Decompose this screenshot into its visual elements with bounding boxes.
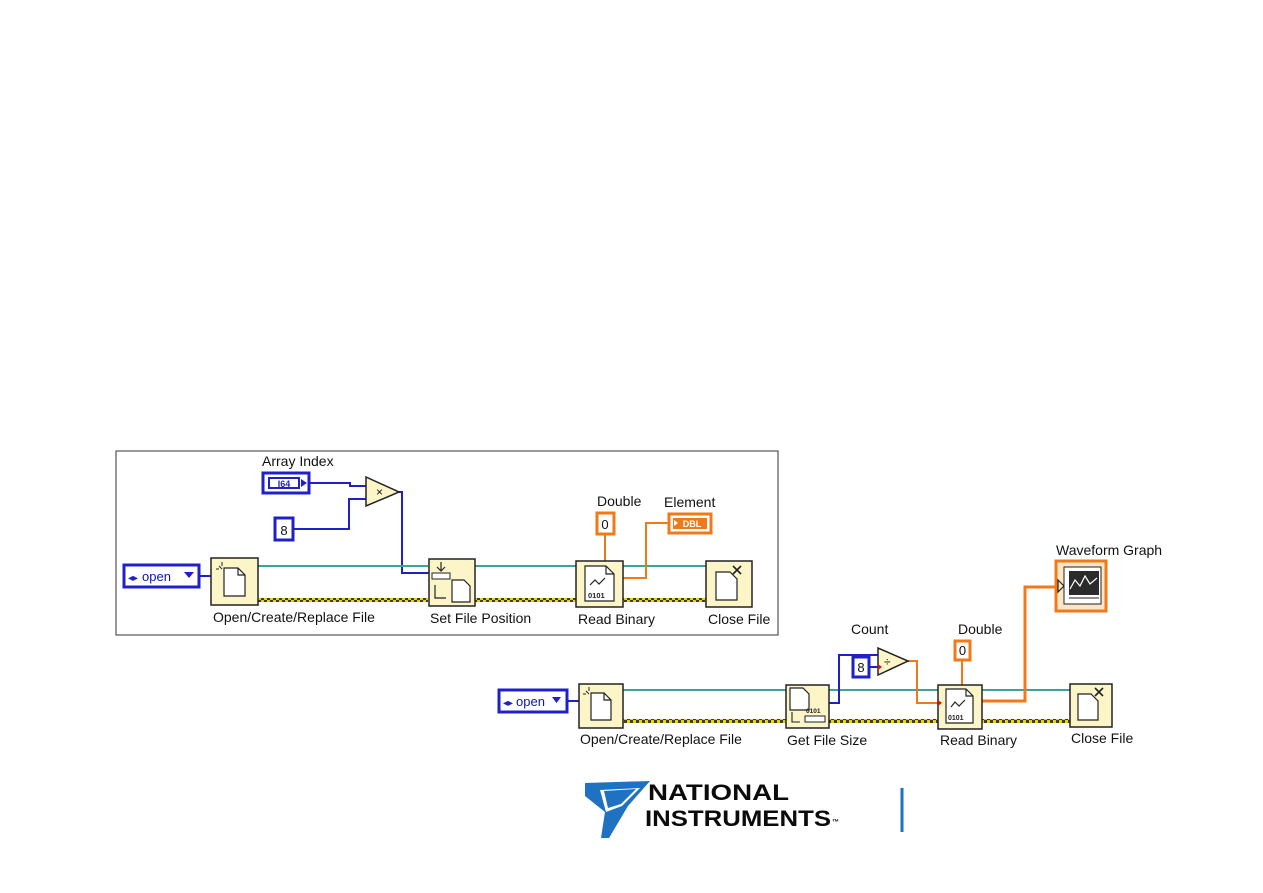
enum-arrows-icon: ◂▸: [503, 698, 513, 709]
wire-file-size: [829, 654, 878, 704]
file-icon: [583, 687, 612, 721]
read-binary-label-2: Read Binary: [940, 732, 1017, 748]
open-create-replace-file-label-2: Open/Create/Replace File: [580, 731, 742, 747]
double-constant-2[interactable]: 0: [953, 639, 972, 662]
multiply-node[interactable]: ×: [365, 475, 401, 508]
wire-const-8: [294, 498, 366, 530]
wire-error-2c: [982, 719, 1070, 723]
double-label: Double: [597, 493, 642, 509]
ruler-icon: [431, 562, 451, 580]
open-mode-enum-2[interactable]: ◂▸ open: [497, 688, 569, 714]
file-size-icon: 0101: [789, 687, 826, 723]
element-label: Element: [664, 494, 715, 510]
wire-count: [908, 660, 938, 704]
wire-waveform-data: [982, 585, 1058, 703]
chevron-down-icon: [552, 697, 561, 703]
ni-eagle-icon: [585, 781, 650, 838]
close-file-icon: [1077, 687, 1104, 721]
element-indicator[interactable]: DBL: [667, 512, 713, 535]
double-const-text: 0: [601, 517, 608, 532]
wire-error-c: [623, 598, 706, 602]
enum-arrows-icon: ◂▸: [128, 573, 138, 584]
graph-icon: [1063, 566, 1102, 605]
wire-array-index: [309, 482, 366, 487]
close-file-node[interactable]: [705, 560, 753, 608]
diagram-1-frame: [115, 450, 779, 636]
wire-error-a: [258, 598, 428, 602]
diagram-2: ◂▸ open Open/Create/Replace File 0101: [497, 542, 1162, 748]
open-enum-text: open: [142, 569, 171, 584]
set-file-position-node[interactable]: [428, 558, 476, 607]
wire-element: [623, 522, 669, 579]
set-file-position-label: Set File Position: [430, 610, 531, 626]
double-const-text-2: 0: [959, 643, 966, 658]
const-8-text-2: 8: [857, 660, 864, 675]
binary-file-icon: 0101: [945, 688, 974, 724]
read-binary-label: Read Binary: [578, 611, 655, 627]
svg-text:0101: 0101: [948, 715, 964, 722]
file-icon: [434, 579, 471, 603]
divide-node[interactable]: ÷: [877, 646, 910, 677]
array-index-control[interactable]: I64: [261, 471, 311, 495]
open-create-replace-file-node[interactable]: [210, 557, 259, 606]
logo-instruments-text: INSTRUMENTS: [645, 806, 831, 831]
diagram-2-wires: [567, 585, 1070, 723]
file-icon: [216, 562, 246, 597]
waveform-graph-terminal[interactable]: [1054, 559, 1108, 613]
logo-tm-text: ™: [832, 819, 839, 826]
chevron-down-icon: [184, 572, 194, 578]
const-8-constant[interactable]: 8: [273, 516, 295, 542]
wire-error-2b: [829, 719, 938, 723]
get-file-size-node[interactable]: 0101: [785, 684, 830, 729]
open-mode-enum[interactable]: ◂▸ open: [122, 563, 201, 589]
open-enum-text-2: open: [516, 694, 545, 709]
i64-text: I64: [278, 479, 291, 489]
svg-text:0101: 0101: [588, 591, 605, 600]
waveform-graph-label: Waveform Graph: [1056, 542, 1162, 558]
binary-file-icon: 0101: [584, 565, 615, 602]
double-constant[interactable]: 0: [595, 511, 616, 536]
close-file-label-2: Close File: [1071, 730, 1133, 746]
const-8-text: 8: [280, 523, 287, 538]
dbl-text: DBL: [683, 519, 702, 529]
close-file-node-2[interactable]: [1069, 683, 1113, 728]
logo-national-text: NATIONAL: [648, 780, 789, 805]
diagram-1: Array Index I64 8 × ◂▸ open: [115, 450, 779, 636]
multiply-icon: ×: [376, 485, 383, 499]
count-label: Count: [851, 621, 888, 637]
svg-text:0101: 0101: [806, 708, 821, 715]
wire-error-2a: [623, 719, 786, 723]
coercion-dot: [938, 700, 942, 706]
close-file-label: Close File: [708, 611, 770, 627]
get-file-size-label: Get File Size: [787, 732, 867, 748]
read-binary-node-2[interactable]: 0101: [937, 684, 983, 730]
divide-icon: ÷: [884, 655, 891, 669]
double-label-2: Double: [958, 621, 1003, 637]
array-index-label: Array Index: [262, 453, 334, 469]
open-create-replace-file-label: Open/Create/Replace File: [213, 609, 375, 625]
wire-error-b: [475, 598, 576, 602]
coercion-dot: [878, 664, 882, 670]
read-binary-node[interactable]: 0101: [575, 560, 624, 608]
close-file-icon: [715, 565, 742, 601]
open-create-replace-file-node-2[interactable]: [578, 683, 624, 729]
national-instruments-logo: NATIONAL INSTRUMENTS ™: [585, 780, 904, 838]
const-8-constant-2[interactable]: 8: [851, 655, 871, 679]
